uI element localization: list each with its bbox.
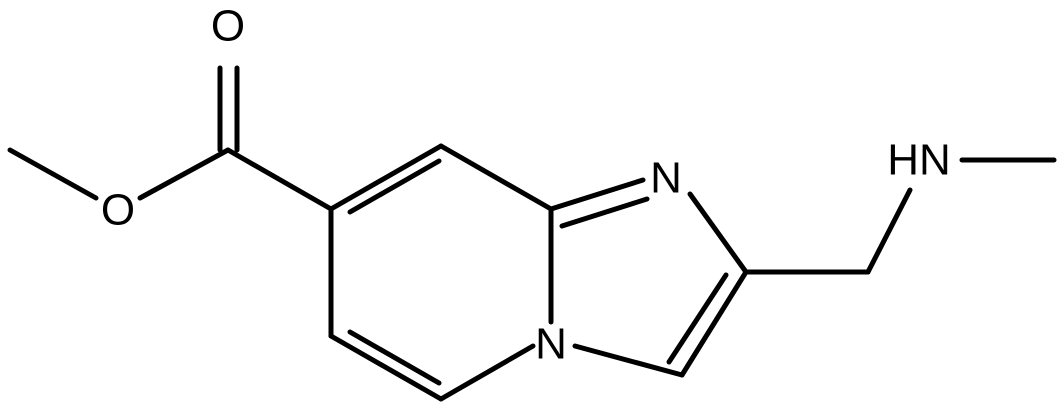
atom-o-carbonyl: O — [211, 2, 245, 51]
bond-c7-c8 — [328, 143, 444, 212]
bond-c5-c6 — [328, 333, 444, 402]
bond-c8a-n1 — [548, 177, 646, 212]
bond-c2-c3 — [679, 269, 749, 378]
bond-c7-c8-inner — [347, 158, 442, 215]
bond-carbonyl-c7 — [225, 147, 334, 212]
bonds — [7, 65, 1057, 402]
bond-methyl-o — [7, 147, 99, 201]
bond-c2-c3-inner — [666, 272, 729, 365]
bond-c3-n4 — [572, 343, 685, 378]
bond-n4-c5 — [438, 343, 536, 402]
atom-o-ester: O — [101, 186, 135, 235]
atom-n-bridge: N — [535, 320, 567, 369]
atom-n-imidazole: N — [650, 154, 682, 203]
bond-c8-c8a — [438, 143, 554, 212]
bond-c5-c6-inner — [347, 329, 442, 386]
atom-labels: O O N N HN — [101, 2, 951, 369]
bond-n1-c2 — [687, 191, 749, 275]
bond-c8a-n1-inner — [559, 196, 650, 229]
bond-o-carbonyl-carbon — [137, 147, 231, 201]
bond-ch2-nh — [865, 187, 913, 275]
atom-n-amine: HN — [887, 136, 951, 185]
